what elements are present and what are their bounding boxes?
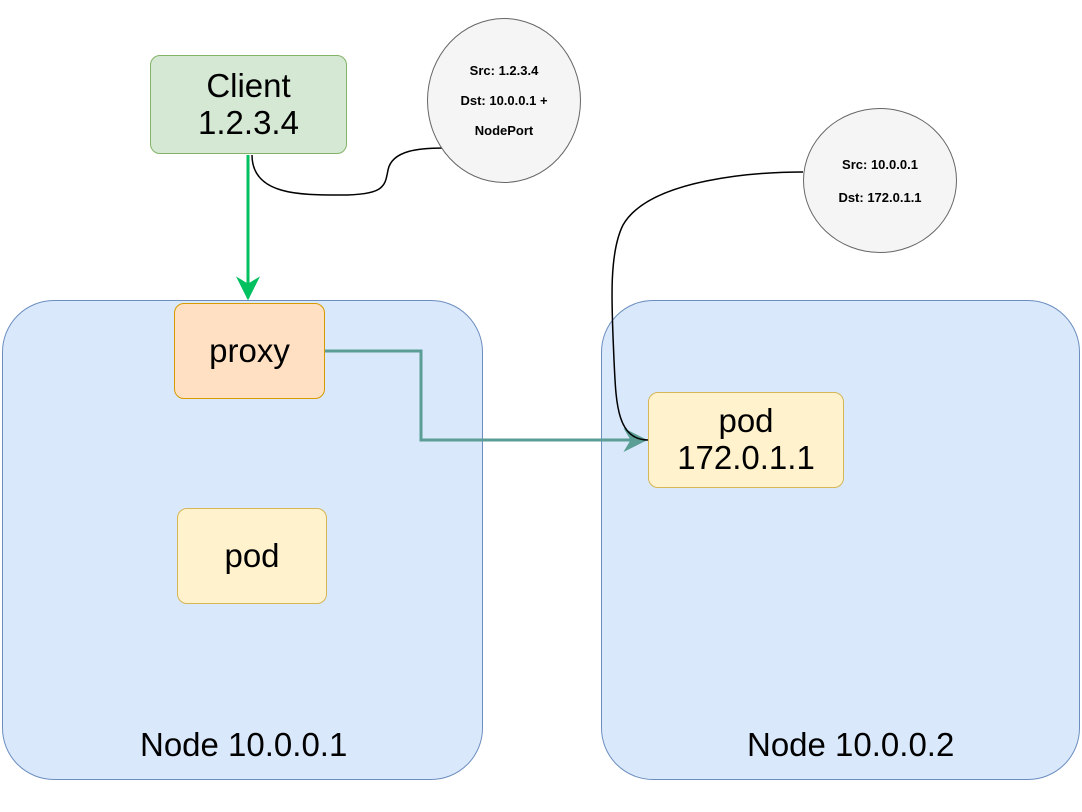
- client-name: Client: [206, 66, 291, 104]
- node-2-label: Node 10.0.0.2: [747, 726, 955, 763]
- client-box: Client 1.2.3.4: [150, 55, 347, 154]
- packet-bubble-proxy: Src: 10.0.0.1 Dst: 172.0.1.1: [803, 108, 957, 253]
- packet-bubble-client: Src: 1.2.3.4 Dst: 10.0.0.1 + NodePort: [427, 18, 581, 183]
- pod-node-1-label: pod: [224, 536, 280, 574]
- bubble-1-src: Src: 1.2.3.4: [469, 63, 539, 78]
- proxy-label: proxy: [209, 331, 290, 369]
- pod-node-2-label: pod: [718, 402, 774, 440]
- client-bubble-connector: [251, 147, 445, 196]
- bubble-1-port: NodePort: [474, 123, 534, 138]
- node-1-label: Node 10.0.0.1: [140, 726, 348, 763]
- pod-node-1: pod: [177, 508, 327, 604]
- bubble-2-dst: Dst: 172.0.1.1: [838, 189, 922, 205]
- bubble-1-dst: Dst: 10.0.0.1 +: [460, 93, 548, 108]
- proxy-box: proxy: [174, 303, 325, 399]
- bubble-2-src: Src: 10.0.0.1: [842, 156, 918, 172]
- node-2-container: [601, 300, 1080, 780]
- pod-node-2-ip: 172.0.1.1: [677, 439, 815, 476]
- pod-node-2: pod 172.0.1.1: [648, 392, 844, 488]
- client-ip: 1.2.3.4: [198, 103, 299, 141]
